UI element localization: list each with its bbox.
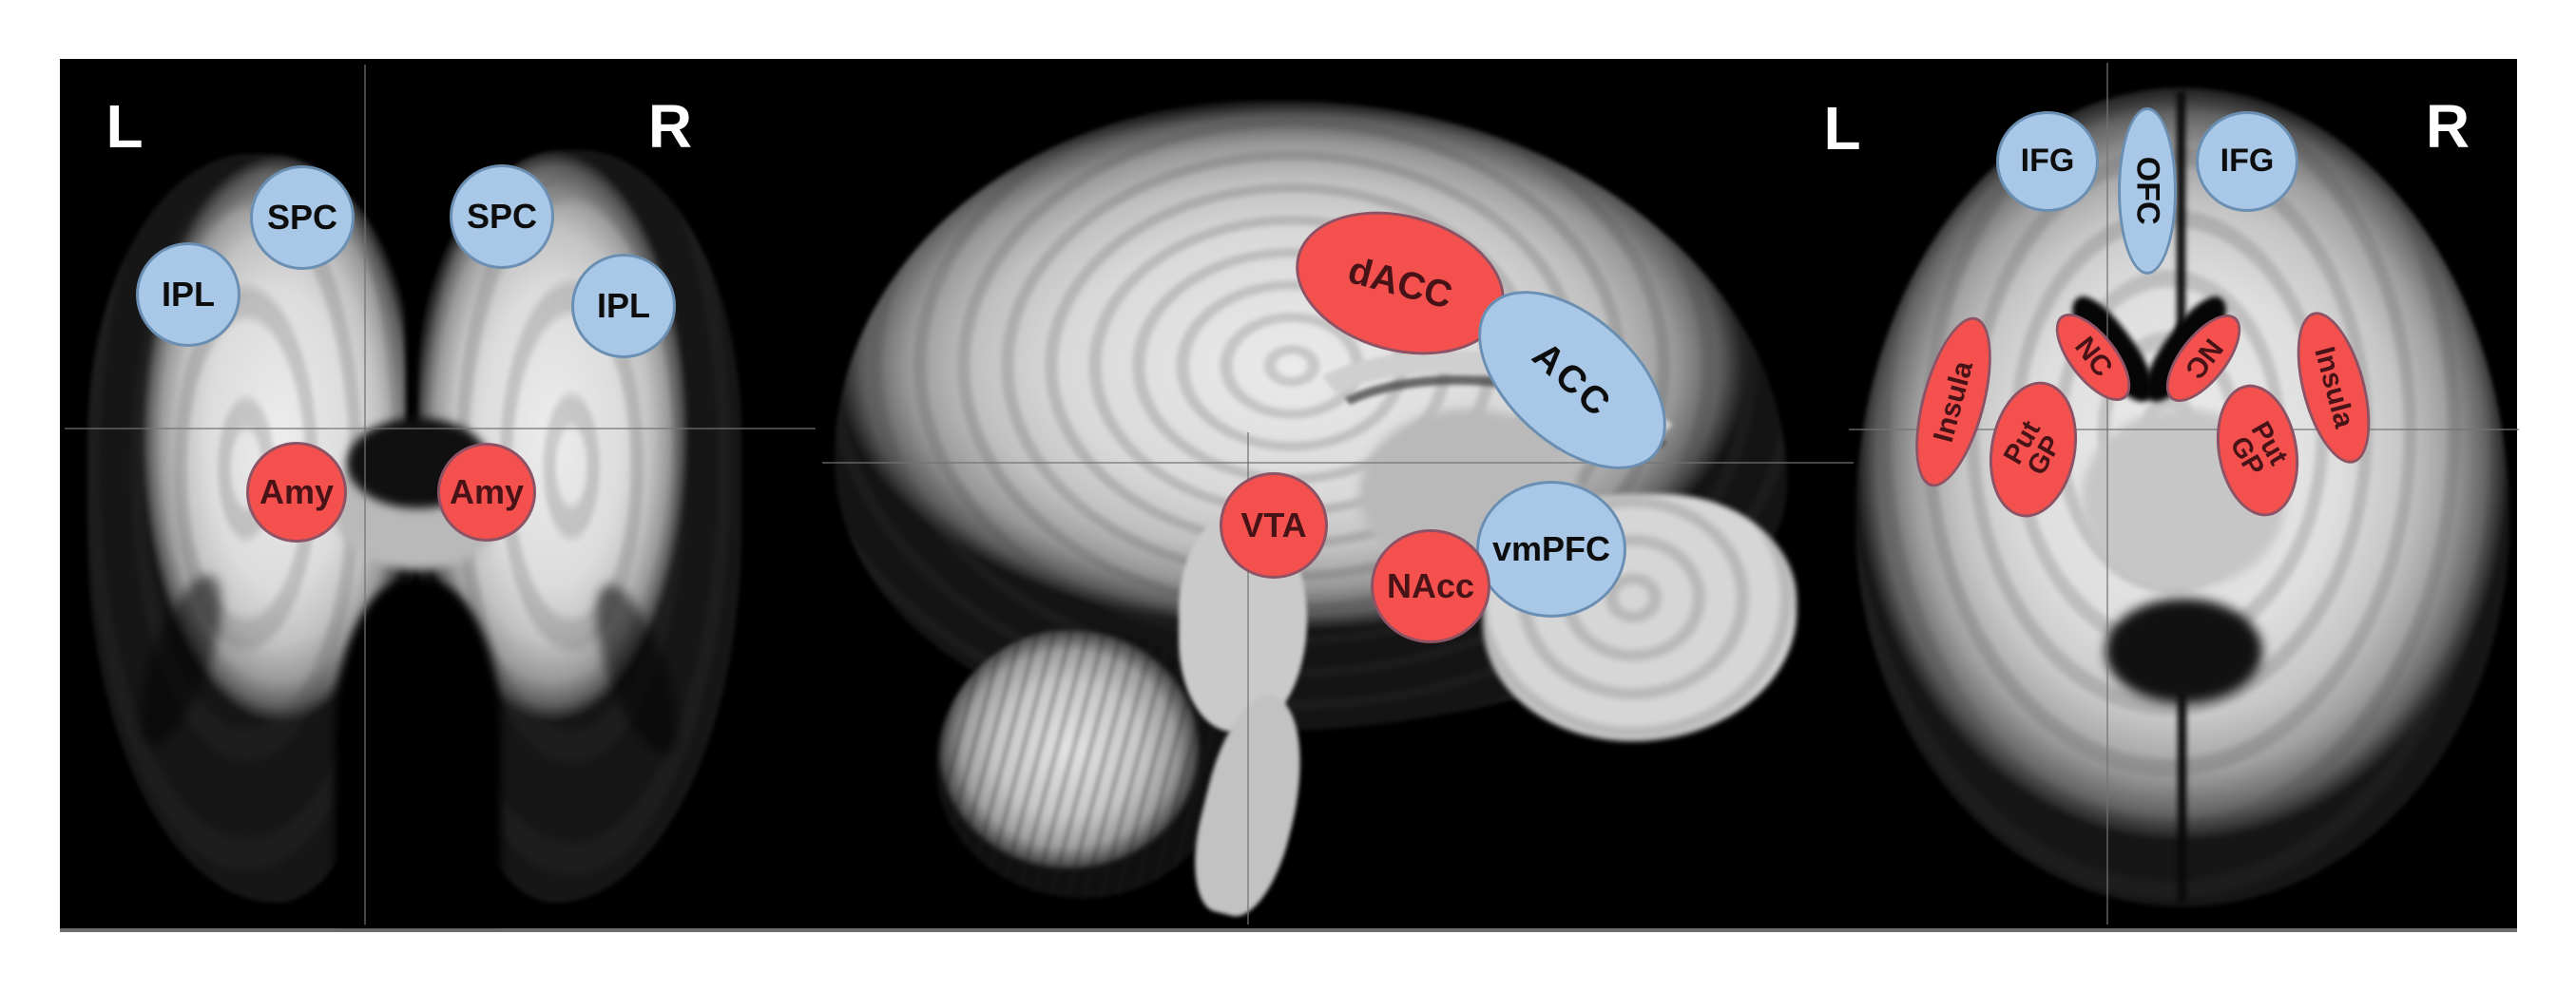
region-label: IFG xyxy=(2220,143,2275,180)
region-marker-amy-left: Amy xyxy=(246,442,347,543)
region-label: ACC xyxy=(1524,334,1621,427)
region-label: Amy xyxy=(259,472,335,512)
region-label: VTA xyxy=(1240,506,1307,545)
brain-shape-part xyxy=(2177,91,2185,376)
region-label: IFG xyxy=(2020,143,2075,180)
region-marker-spc-left: SPC xyxy=(250,165,355,270)
region-label: Insula xyxy=(1927,357,1979,447)
crosshair-line xyxy=(65,428,816,429)
crosshair-line xyxy=(364,65,366,925)
region-label: NAcc xyxy=(1386,566,1475,606)
region-marker-amy-right: Amy xyxy=(437,443,536,542)
region-label: NC xyxy=(2067,331,2119,384)
crosshair-line xyxy=(1849,429,2519,430)
region-marker-ifg-right: IFG xyxy=(2196,111,2298,212)
orientation-letter-right-coronal: R xyxy=(647,92,693,161)
crosshair-line xyxy=(2106,63,2108,925)
brain-shape-part xyxy=(335,580,501,922)
region-label: IPL xyxy=(596,286,650,326)
region-label: NC xyxy=(2178,332,2229,385)
region-marker-ipl-right: IPL xyxy=(571,254,676,358)
region-label: Insula xyxy=(2308,343,2360,432)
orientation-letter-left-axial: L xyxy=(1823,94,1861,162)
region-marker-ofc: OFC xyxy=(2118,107,2177,275)
region-label: vmPFC xyxy=(1491,529,1611,569)
region-marker-spc-right: SPC xyxy=(450,164,554,269)
region-label: SPC xyxy=(266,198,338,238)
region-label: Put GP xyxy=(2223,417,2293,482)
brain-shape-part xyxy=(406,154,417,439)
region-marker-nacc: NAcc xyxy=(1371,529,1490,643)
region-label: SPC xyxy=(466,197,538,237)
region-marker-ifg-left: IFG xyxy=(1996,111,2099,212)
region-label: Put GP xyxy=(1998,416,2067,481)
crosshair-line xyxy=(822,462,1854,464)
orientation-letter-left-coronal: L xyxy=(106,92,144,161)
region-label: Amy xyxy=(449,472,525,512)
region-label: dACC xyxy=(1343,248,1457,317)
crosshair-line xyxy=(1247,432,1249,925)
region-label: IPL xyxy=(161,275,215,315)
brain-shape-part xyxy=(2105,599,2262,703)
region-label: OFC xyxy=(2129,157,2166,225)
region-marker-vta: VTA xyxy=(1220,472,1328,579)
region-marker-ipl-left: IPL xyxy=(136,242,240,347)
region-marker-vmpfc: vmPFC xyxy=(1476,481,1626,618)
orientation-letter-right-axial: R xyxy=(2425,92,2470,161)
brain-shape-part xyxy=(2178,627,2186,903)
